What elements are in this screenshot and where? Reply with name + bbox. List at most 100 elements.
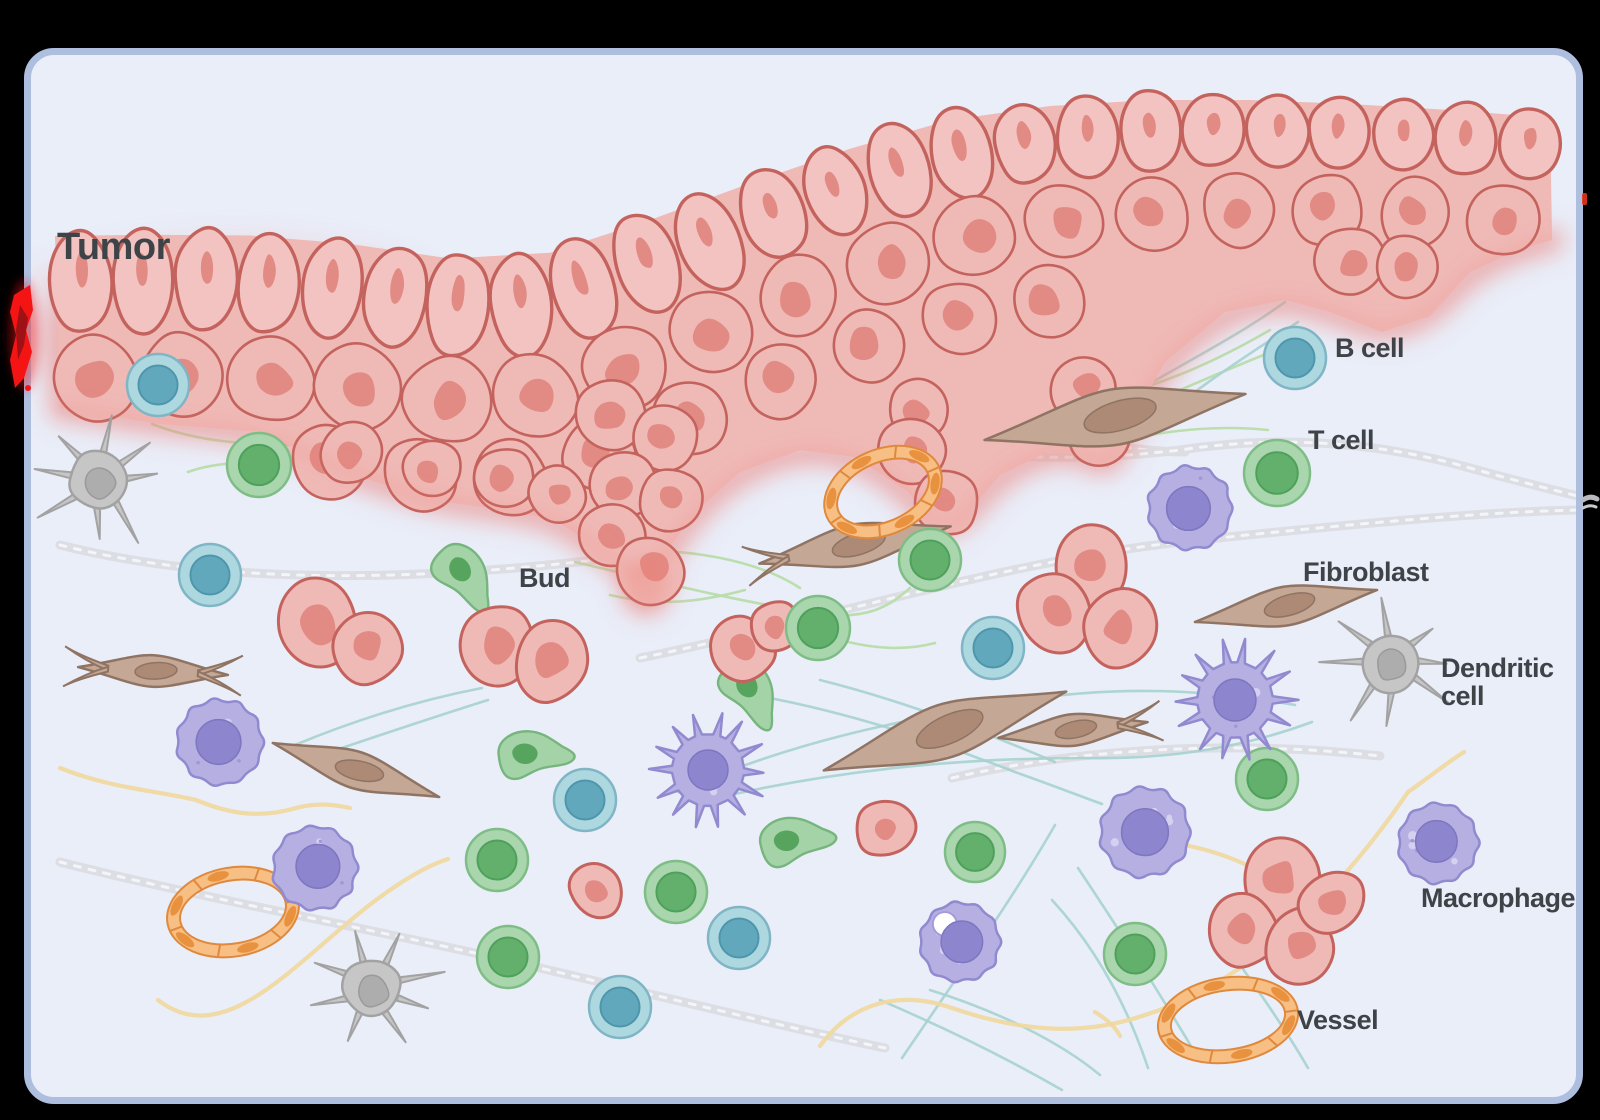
tumor-cell <box>1120 90 1182 172</box>
b-cell-nucleus <box>137 364 179 406</box>
tumor-cell <box>1433 100 1499 176</box>
tumor-cell <box>485 250 557 360</box>
tumor-cell-nucleus <box>1394 252 1418 282</box>
vessel-cell-nucleus <box>1282 1015 1296 1036</box>
dendritic-cell <box>33 414 159 544</box>
vessel-cell-nucleus <box>930 472 940 495</box>
dendritic-process <box>313 961 351 979</box>
macrophage-cell <box>175 697 266 788</box>
tumor-cell <box>1375 234 1439 300</box>
tumor-cell-nucleus <box>1081 114 1094 142</box>
tumor-cell <box>357 244 433 351</box>
fibroblast-cell <box>997 699 1165 748</box>
tumor-cell <box>1182 95 1244 166</box>
tumor-cell <box>759 253 837 338</box>
scene-content <box>31 90 1576 1092</box>
tumor-cell <box>1291 173 1363 247</box>
t-cell-nucleus <box>1246 758 1288 800</box>
label-vessel: Vessel <box>1297 1005 1379 1035</box>
macrophage-dot <box>340 881 344 885</box>
t-cell <box>943 820 1007 884</box>
matrix-fiber-teal <box>733 690 1104 806</box>
tumor-cell-nucleus <box>336 441 363 470</box>
t-cell <box>897 527 963 593</box>
tumor-cell <box>1013 263 1086 339</box>
tumor-cell <box>472 448 535 509</box>
b-cell-nucleus <box>1274 337 1316 379</box>
macrophage-nucleus <box>195 718 242 766</box>
red-speck-artifact <box>1582 193 1587 205</box>
t-cell <box>464 827 530 893</box>
tumor-cell-nucleus <box>1492 207 1517 236</box>
dendritic-process <box>1411 673 1450 704</box>
dendritic-process <box>1380 596 1392 637</box>
vessel-ring <box>1156 975 1300 1065</box>
dendritic-process <box>117 441 151 468</box>
tumor-cell <box>1497 107 1562 181</box>
vessel-cell-junction <box>253 867 261 882</box>
t-cell-nucleus <box>476 839 518 881</box>
fibroblast-fork <box>196 654 244 677</box>
bud-nucleus <box>353 631 381 661</box>
tumor-cell-nucleus <box>1223 198 1252 229</box>
dendritic-process <box>1385 689 1396 727</box>
macrophage-granule <box>1408 841 1417 850</box>
tumor-cell <box>1023 184 1105 259</box>
red-artifact-core <box>16 305 28 360</box>
tumor-cell-nucleus <box>780 281 811 318</box>
tumor-glow-spot <box>624 558 668 610</box>
matrix-fiber-teal <box>928 988 1102 1077</box>
bud-nucleus <box>1287 931 1316 960</box>
bud-nucleus <box>1042 595 1072 627</box>
tumor-cell-nucleus <box>1397 119 1410 142</box>
t-cell <box>784 594 852 662</box>
dendritic-process <box>381 932 401 967</box>
t-cell-nucleus <box>237 443 281 487</box>
fiber-fragment-artifact <box>1580 494 1600 503</box>
vessel-cell-junction <box>878 523 882 538</box>
tumor-cell-nucleus <box>433 380 466 421</box>
tumor-cell <box>991 101 1060 186</box>
bud-nucleus <box>729 633 756 661</box>
tumor-cell <box>932 194 1017 277</box>
fiber-fragment-artifact <box>1581 504 1598 510</box>
bud-nucleus <box>535 642 569 679</box>
tumor-cell-nucleus <box>1523 127 1537 150</box>
t-cell-nucleus <box>1114 933 1156 975</box>
tumor-cell-nucleus <box>1206 112 1221 136</box>
vessel-cell-nucleus <box>207 871 229 882</box>
vessel-cell-nucleus <box>170 895 184 916</box>
vessel-cell-junction <box>926 465 941 474</box>
vessel-cell-nucleus <box>1230 1048 1253 1059</box>
label-fibroblast: Fibroblast <box>1303 557 1429 587</box>
macrophage-dot <box>1233 724 1238 728</box>
tumor-cell-nucleus <box>1340 250 1368 277</box>
dendritic-process <box>346 1010 364 1042</box>
vessel-cell-junction <box>169 925 183 933</box>
macrophage-dot <box>1198 476 1203 480</box>
vessel-cell-nucleus <box>1161 1003 1176 1023</box>
tumor-cell <box>793 139 877 243</box>
vessel-cell-junction <box>1159 1031 1174 1039</box>
b-cell-nucleus <box>564 779 606 821</box>
dendritic-process <box>57 435 85 462</box>
bud-nucleus <box>1262 861 1294 894</box>
vessel-cell-junction <box>1208 1049 1214 1064</box>
bud-nucleus <box>874 818 896 841</box>
vessel-cell-nucleus <box>826 487 837 510</box>
tumor-cell <box>539 231 627 345</box>
b-cell <box>177 542 243 608</box>
dendritic-nucleus <box>358 974 390 1008</box>
vessel-cell-junction <box>192 878 204 891</box>
tumor-cell-nucleus <box>513 274 527 309</box>
macrophage-dot <box>196 760 200 765</box>
t-cell <box>225 431 293 499</box>
bud-nucleus <box>764 615 785 640</box>
tumor-cell-nucleus <box>597 523 626 549</box>
tumor-cell <box>845 221 931 306</box>
matrix-fiber-teal <box>328 698 490 754</box>
tumor-cell-nucleus <box>1133 196 1164 227</box>
tumor-cell <box>1245 94 1310 168</box>
tumor-cell-nucleus <box>200 251 214 284</box>
